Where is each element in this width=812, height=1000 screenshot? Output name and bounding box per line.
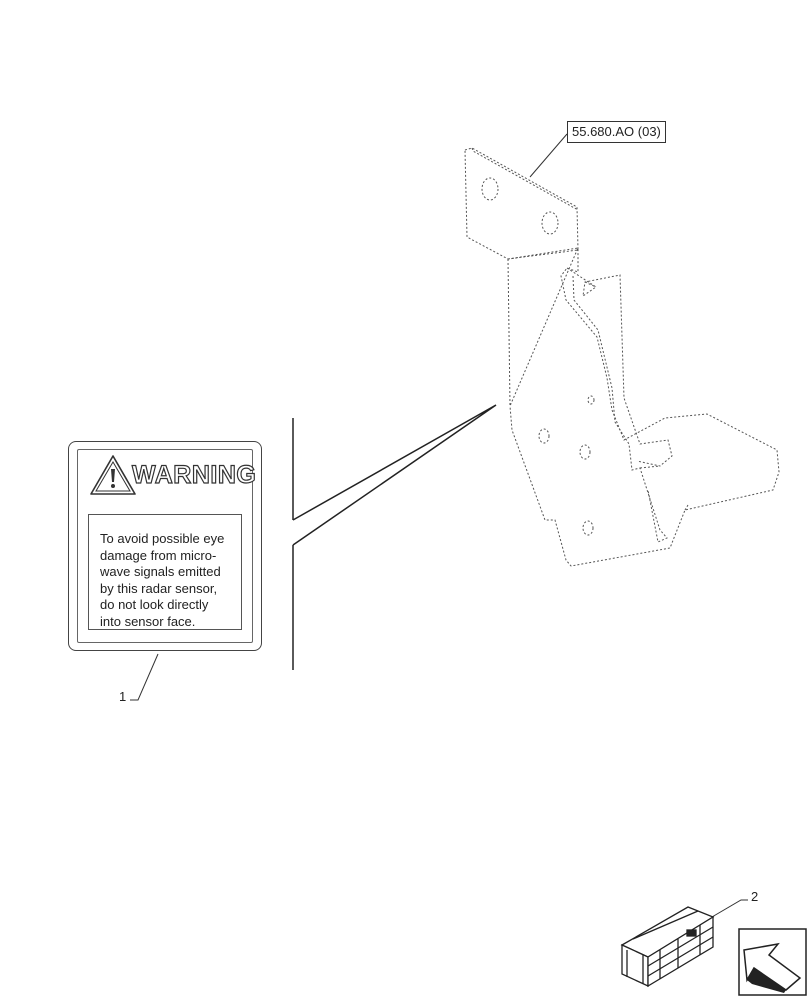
warning-line: wave signals emitted xyxy=(100,564,221,579)
warning-message: To avoid possible eye damage from micro-… xyxy=(100,531,224,630)
warning-triangle-icon xyxy=(90,455,136,495)
warning-decal[interactable]: WARNING To avoid possible eye damage fro… xyxy=(68,441,262,651)
reference-tag[interactable]: 55.680.AO (03) xyxy=(567,121,666,143)
arrow-nav-icon[interactable] xyxy=(738,928,807,996)
warning-line: damage from micro- xyxy=(100,547,217,563)
wooden-crate-icon xyxy=(620,906,715,988)
warning-decal-frame: WARNING To avoid possible eye damage fro… xyxy=(77,449,256,643)
warning-title: WARNING xyxy=(131,460,257,489)
bracket-outline xyxy=(464,147,780,567)
reference-leader xyxy=(529,133,568,178)
callout-1-leader xyxy=(130,653,159,701)
warning-line: do not look directly xyxy=(100,597,209,612)
break-pointer xyxy=(292,404,497,670)
callout-2-leader xyxy=(699,899,748,925)
warning-line: into sensor face. xyxy=(100,613,196,629)
warning-line: by this radar sensor, xyxy=(100,580,218,596)
callout-1-number[interactable]: 1 xyxy=(119,689,127,704)
warning-line: To avoid possible eye xyxy=(100,531,225,546)
warning-message-box: To avoid possible eye damage from micro-… xyxy=(88,514,242,630)
callout-2-number[interactable]: 2 xyxy=(751,889,759,904)
warning-header: WARNING xyxy=(78,450,256,500)
